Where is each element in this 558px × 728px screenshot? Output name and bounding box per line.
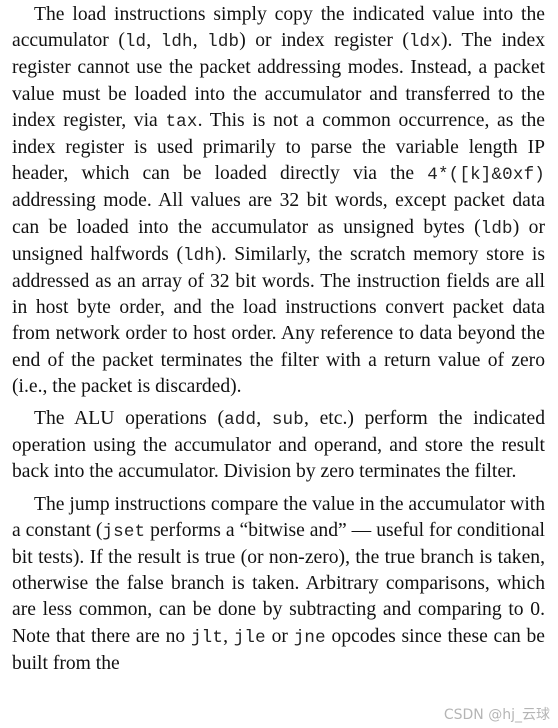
inline-code: add <box>224 410 257 431</box>
text-run: . This is not a common occurrence, as th… <box>12 109 546 185</box>
text-run: The jump instructions compare the value … <box>12 493 545 541</box>
text-run: ). Similarly, the scratch memory store i… <box>12 243 545 397</box>
inline-code: ldb <box>480 218 513 239</box>
csdn-watermark: CSDN @hj_云球 <box>443 707 550 723</box>
inline-code: ld <box>124 32 147 53</box>
text-run: addressing mode. All values are 32 bit w… <box>12 190 545 238</box>
inline-code: ldh <box>160 32 193 53</box>
text-run: performs a “bitwise and” — useful for co… <box>12 519 545 647</box>
text-run: ) or unsigned halfwords ( <box>12 216 546 265</box>
paragraph-load-instructions: The load instructions simply copy the in… <box>12 2 545 400</box>
text-run: ). The index register cannot use the pac… <box>12 30 546 131</box>
text-run: ) or index register ( <box>239 30 409 52</box>
text-run: , <box>223 625 234 647</box>
inline-code: ldx <box>408 32 441 53</box>
inline-code: jlt <box>190 627 224 648</box>
text-run: , <box>146 30 161 52</box>
text-run: , <box>256 408 272 430</box>
inline-code: jset <box>102 521 146 542</box>
inline-code: jne <box>293 627 326 648</box>
text-run: or <box>265 625 294 647</box>
inline-code: tax <box>165 111 198 132</box>
inline-code: ldb <box>207 32 240 53</box>
inline-code: sub <box>271 410 304 431</box>
text-run: opcodes since these can be built from th… <box>12 625 546 674</box>
inline-code: ldh <box>182 245 216 266</box>
inline-code: jle <box>233 627 266 648</box>
document-page: The load instructions simply copy the in… <box>12 2 545 677</box>
inline-code: 4*([k]&0xf) <box>427 165 545 186</box>
text-run: , <box>192 30 208 52</box>
text-run: The load instructions simply copy the in… <box>12 4 545 52</box>
paragraph-jump-instructions: The jump instructions compare the value … <box>12 492 545 677</box>
paragraph-alu-operations: The ALU operations (add, sub, etc.) perf… <box>12 406 545 486</box>
text-run: , etc.) perform the indicated operation … <box>12 408 545 483</box>
text-run: The ALU operations ( <box>34 408 225 430</box>
